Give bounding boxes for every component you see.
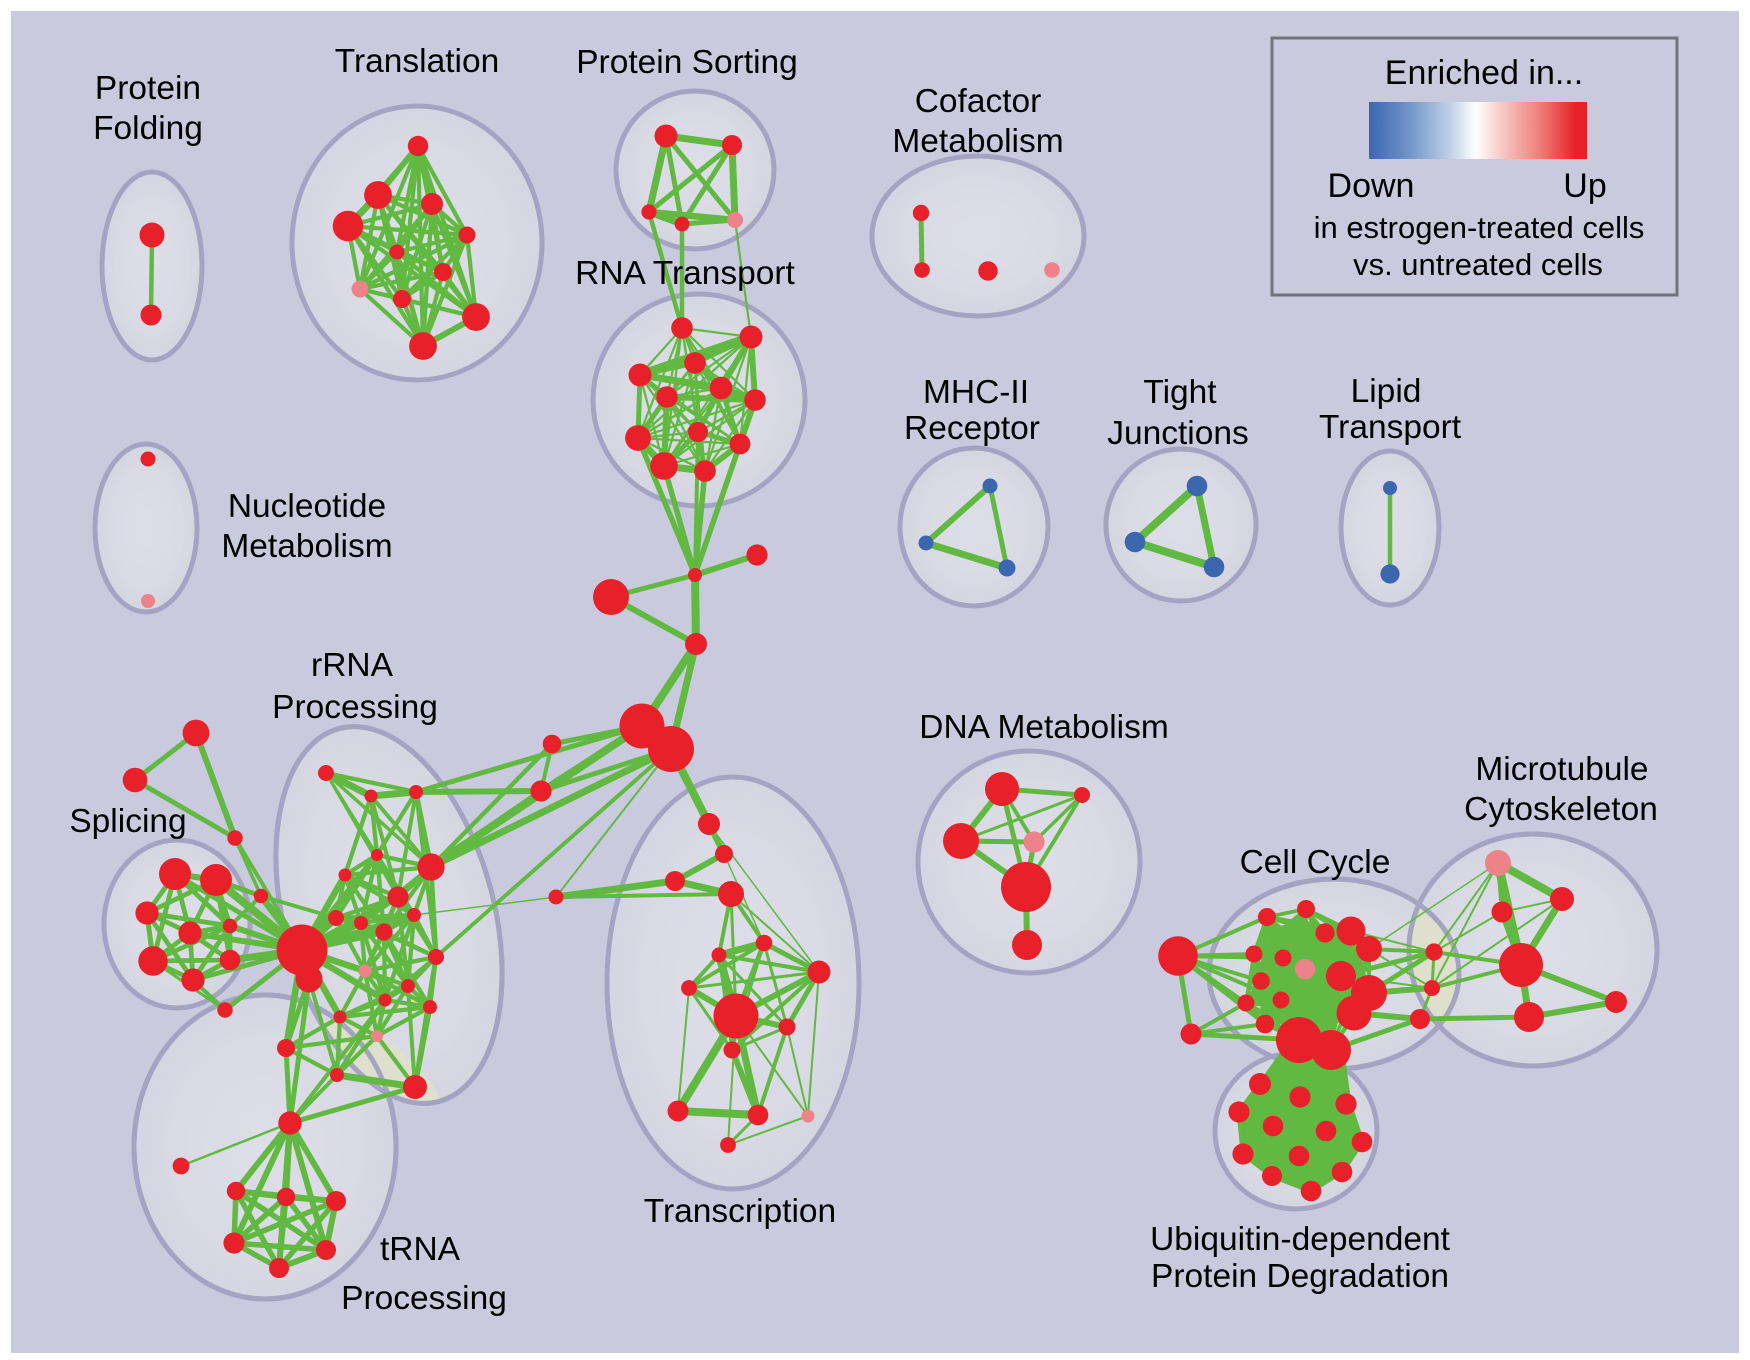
svg-text:Protein: Protein — [95, 70, 201, 107]
svg-text:Processing: Processing — [272, 689, 438, 726]
svg-text:Microtubule: Microtubule — [1475, 751, 1648, 788]
svg-text:Junctions: Junctions — [1107, 415, 1249, 452]
svg-text:Folding: Folding — [93, 110, 203, 147]
svg-text:Cell Cycle: Cell Cycle — [1240, 844, 1391, 881]
svg-text:Transcription: Transcription — [644, 1193, 836, 1230]
svg-text:Lipid: Lipid — [1351, 373, 1422, 410]
svg-text:Enriched in...: Enriched in... — [1385, 54, 1583, 92]
svg-text:Tight: Tight — [1143, 374, 1217, 411]
svg-text:Protein Sorting: Protein Sorting — [576, 44, 798, 81]
svg-text:Processing: Processing — [341, 1280, 507, 1317]
svg-text:Ubiquitin-dependent: Ubiquitin-dependent — [1150, 1221, 1451, 1258]
svg-text:Cytoskeleton: Cytoskeleton — [1464, 791, 1658, 828]
svg-text:Translation: Translation — [335, 43, 499, 80]
svg-text:Protein Degradation: Protein Degradation — [1151, 1258, 1449, 1295]
svg-text:Receptor: Receptor — [904, 410, 1040, 447]
svg-text:DNA Metabolism: DNA Metabolism — [919, 709, 1168, 746]
svg-text:RNA Transport: RNA Transport — [575, 255, 795, 292]
svg-text:tRNA: tRNA — [380, 1231, 461, 1268]
svg-text:Splicing: Splicing — [69, 803, 186, 840]
svg-text:vs. untreated cells: vs. untreated cells — [1353, 247, 1603, 282]
svg-text:Nucleotide: Nucleotide — [228, 488, 386, 525]
svg-text:Down: Down — [1328, 167, 1415, 205]
svg-text:Transport: Transport — [1319, 409, 1462, 446]
svg-text:in estrogen-treated cells: in estrogen-treated cells — [1314, 210, 1645, 245]
svg-text:Metabolism: Metabolism — [892, 123, 1063, 160]
svg-text:Cofactor: Cofactor — [915, 83, 1042, 120]
svg-text:Up: Up — [1563, 167, 1606, 205]
svg-text:MHC-II: MHC-II — [923, 374, 1029, 411]
svg-text:Metabolism: Metabolism — [221, 528, 392, 565]
svg-text:rRNA: rRNA — [311, 647, 394, 684]
